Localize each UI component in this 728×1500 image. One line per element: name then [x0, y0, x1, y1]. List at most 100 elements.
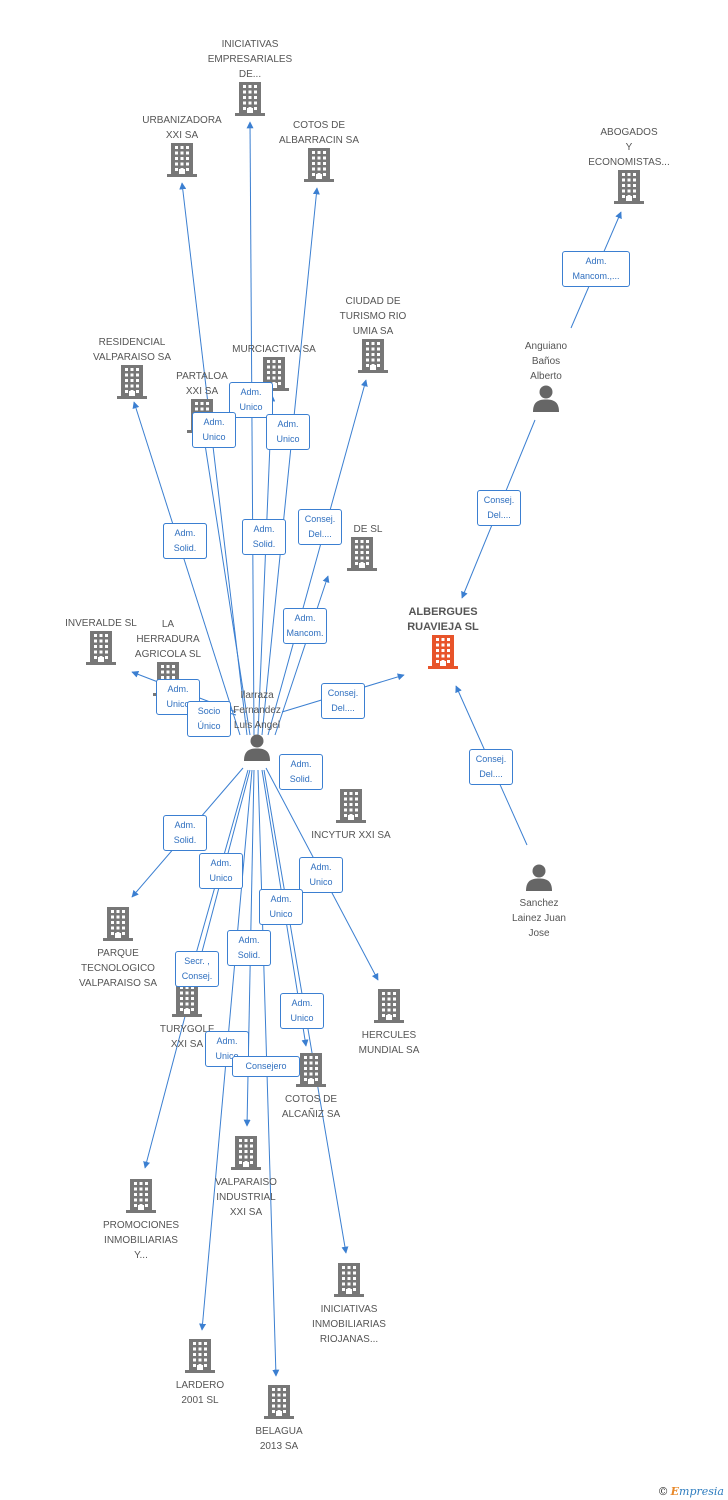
- building-icon: [188, 82, 312, 121]
- brand-initial: E: [670, 1485, 680, 1498]
- node-label: MURCIACTIVA SA: [232, 344, 316, 355]
- node-turygolf[interactable]: TURYGOLF XXI SA: [125, 983, 249, 1052]
- building-icon: [184, 1136, 308, 1175]
- node-label: INCYTUR XXI SA: [311, 830, 391, 841]
- edge-label-ilarraza-to-albergues[interactable]: Consej. Del....: [321, 683, 365, 719]
- node-belagua[interactable]: BELAGUA 2013 SA: [217, 1385, 341, 1454]
- edge-label-ilarraza-to-belagua[interactable]: Consejero: [232, 1055, 300, 1077]
- node-label: URBANIZADORA XXI SA: [142, 115, 222, 141]
- edge-label-ilarraza-to-iniciativas-empresariales[interactable]: Adm. Unico: [229, 382, 273, 418]
- node-cotos-alcaniz[interactable]: COTOS DE ALCAÑIZ SA: [249, 1053, 373, 1122]
- person-icon: [477, 863, 601, 896]
- node-label: DE SL: [353, 524, 383, 535]
- edge-label-anguiano-to-albergues[interactable]: Consej. Del....: [477, 490, 521, 526]
- edge-label-ilarraza-to-turygolf[interactable]: Secr. , Consej.: [175, 951, 219, 987]
- edge-label-ilarraza-to-cotos-alcaniz[interactable]: Adm. Unico: [280, 993, 324, 1029]
- edge-label-ilarraza-to-la-herradura[interactable]: Socio Único: [187, 701, 231, 737]
- person-icon: [195, 733, 319, 766]
- edge-label-ilarraza-to-cotos-albarracin[interactable]: Adm. Solid.: [242, 519, 286, 555]
- node-de-sl[interactable]: DE SL: [306, 522, 430, 576]
- building-icon: [56, 907, 180, 946]
- edge-label-ilarraza-to-partaloa-xxi[interactable]: Adm. Unico: [192, 412, 236, 448]
- edge-label-ilarraza-to-incytur[interactable]: Adm. Solid.: [279, 754, 323, 790]
- node-parque-tecnologico[interactable]: PARQUE TECNOLOGICO VALPARAISO SA: [56, 907, 180, 991]
- node-iniciativas-inmobiliarias[interactable]: INICIATIVAS INMOBILIARIAS RIOJANAS...: [287, 1263, 411, 1347]
- brand-rest: mpresia: [679, 1485, 724, 1498]
- building-icon: [217, 1385, 341, 1424]
- node-incytur[interactable]: INCYTUR XXI SA: [289, 789, 413, 843]
- edge-label-ilarraza-to-hercules[interactable]: Adm. Unico: [299, 857, 343, 893]
- building-icon: [70, 365, 194, 404]
- building-icon: [79, 1179, 203, 1218]
- node-lardero[interactable]: LARDERO 2001 SL: [138, 1339, 262, 1408]
- node-label: BELAGUA 2013 SA: [255, 1426, 303, 1452]
- node-label: PROMOCIONES INMOBILIARIAS Y...: [102, 1220, 180, 1261]
- node-ilarraza[interactable]: Ilarraza Fernandez Luis Angel: [195, 688, 319, 766]
- node-label: ALBERGUES RUAVIEJA SL: [407, 606, 479, 633]
- node-sanchez[interactable]: Sanchez Lainez Juan Jose: [477, 863, 601, 941]
- edge-label-anguiano-to-abogados-economistas[interactable]: Adm. Mancom.,...: [562, 251, 630, 287]
- edge-label-ilarraza-to-ciudad-turismo[interactable]: Consej. Del....: [298, 509, 342, 545]
- node-inveralde[interactable]: INVERALDE SL: [39, 616, 163, 670]
- building-icon: [567, 170, 691, 209]
- node-label: Sanchez Lainez Juan Jose: [512, 898, 566, 939]
- edge-ilarraza-to-de-sl: [274, 575, 330, 736]
- edge-label-ilarraza-to-parque-tecnologico[interactable]: Adm. Solid.: [163, 815, 207, 851]
- node-label: INVERALDE SL: [65, 618, 137, 629]
- node-promociones[interactable]: PROMOCIONES INMOBILIARIAS Y...: [79, 1179, 203, 1263]
- node-label: CIUDAD DE TURISMO RIO UMIA SA: [339, 296, 407, 337]
- edge-label-ilarraza-to-murciactiva[interactable]: Adm. Unico: [266, 414, 310, 450]
- building-icon: [289, 789, 413, 828]
- node-label: Ilarraza Fernandez Luis Angel: [233, 690, 281, 731]
- node-label: PARQUE TECNOLOGICO VALPARAISO SA: [79, 948, 157, 989]
- node-valparaiso-industrial[interactable]: VALPARAISO INDUSTRIAL XXI SA: [184, 1136, 308, 1220]
- edge-label-ilarraza-to-valparaiso-industrial[interactable]: Adm. Solid.: [227, 930, 271, 966]
- building-icon: [138, 1339, 262, 1378]
- node-iniciativas-empresariales[interactable]: INICIATIVAS EMPRESARIALES DE...: [188, 37, 312, 121]
- building-icon: [249, 1053, 373, 1092]
- node-albergues[interactable]: ALBERGUES RUAVIEJA SL: [381, 605, 505, 674]
- building-icon: [287, 1263, 411, 1302]
- node-label: PARTALOA XXI SA: [176, 371, 228, 397]
- node-abogados-economistas[interactable]: ABOGADOS Y ECONOMISTAS...: [567, 125, 691, 209]
- building-icon: [120, 143, 244, 182]
- building-icon: [125, 983, 249, 1022]
- empresia-logo[interactable]: ©Empresia: [658, 1485, 724, 1498]
- edge-ilarraza-to-residencial-valparaiso: [132, 401, 241, 736]
- building-icon: [212, 357, 336, 396]
- edge-ilarraza-to-partaloa-xxi: [201, 437, 251, 736]
- edge-label-sanchez-to-albergues[interactable]: Consej. Del....: [469, 749, 513, 785]
- building-icon: [39, 631, 163, 670]
- edge-label-ilarraza-to-de-sl[interactable]: Adm. Mancom.: [283, 608, 327, 644]
- node-cotos-albarracin[interactable]: COTOS DE ALBARRACIN SA: [257, 118, 381, 187]
- node-label: RESIDENCIAL VALPARAISO SA: [93, 337, 171, 363]
- edge-ilarraza-to-cotos-albarracin: [261, 187, 320, 736]
- edge-ilarraza-to-ciudad-turismo: [267, 379, 368, 736]
- node-anguiano[interactable]: Anguiano Baños Alberto: [484, 339, 608, 417]
- node-label: VALPARAISO INDUSTRIAL XXI SA: [215, 1177, 277, 1218]
- node-ciudad-turismo[interactable]: CIUDAD DE TURISMO RIO UMIA SA: [311, 294, 435, 378]
- edge-ilarraza-to-iniciativas-empresariales: [246, 121, 255, 736]
- node-label: TURYGOLF XXI SA: [159, 1024, 215, 1050]
- node-hercules[interactable]: HERCULES MUNDIAL SA: [327, 989, 451, 1058]
- node-label: LA HERRADURA AGRICOLA SL: [134, 619, 202, 660]
- node-urbanizadora-xxi[interactable]: URBANIZADORA XXI SA: [120, 113, 244, 182]
- edge-label-ilarraza-to-residencial-valparaiso[interactable]: Adm. Solid.: [163, 523, 207, 559]
- node-label: ABOGADOS Y ECONOMISTAS...: [588, 127, 670, 168]
- building-icon: [381, 635, 505, 674]
- node-label: HERCULES MUNDIAL SA: [358, 1030, 420, 1056]
- edge-label-ilarraza-to-promociones[interactable]: Adm. Unico: [199, 853, 243, 889]
- node-label: LARDERO 2001 SL: [175, 1380, 225, 1406]
- edge-label-ilarraza-to-iniciativas-inmobiliarias[interactable]: Adm. Unico: [259, 889, 303, 925]
- building-icon: [327, 989, 451, 1028]
- node-label: Anguiano Baños Alberto: [524, 341, 568, 382]
- node-murciactiva[interactable]: MURCIACTIVA SA: [212, 342, 336, 396]
- node-label: COTOS DE ALBARRACIN SA: [278, 120, 360, 146]
- building-icon: [311, 339, 435, 378]
- node-label: COTOS DE ALCAÑIZ SA: [281, 1094, 341, 1120]
- node-residencial-valparaiso[interactable]: RESIDENCIAL VALPARAISO SA: [70, 335, 194, 404]
- person-icon: [484, 384, 608, 417]
- building-icon: [257, 148, 381, 187]
- copyright-symbol: ©: [657, 1485, 669, 1498]
